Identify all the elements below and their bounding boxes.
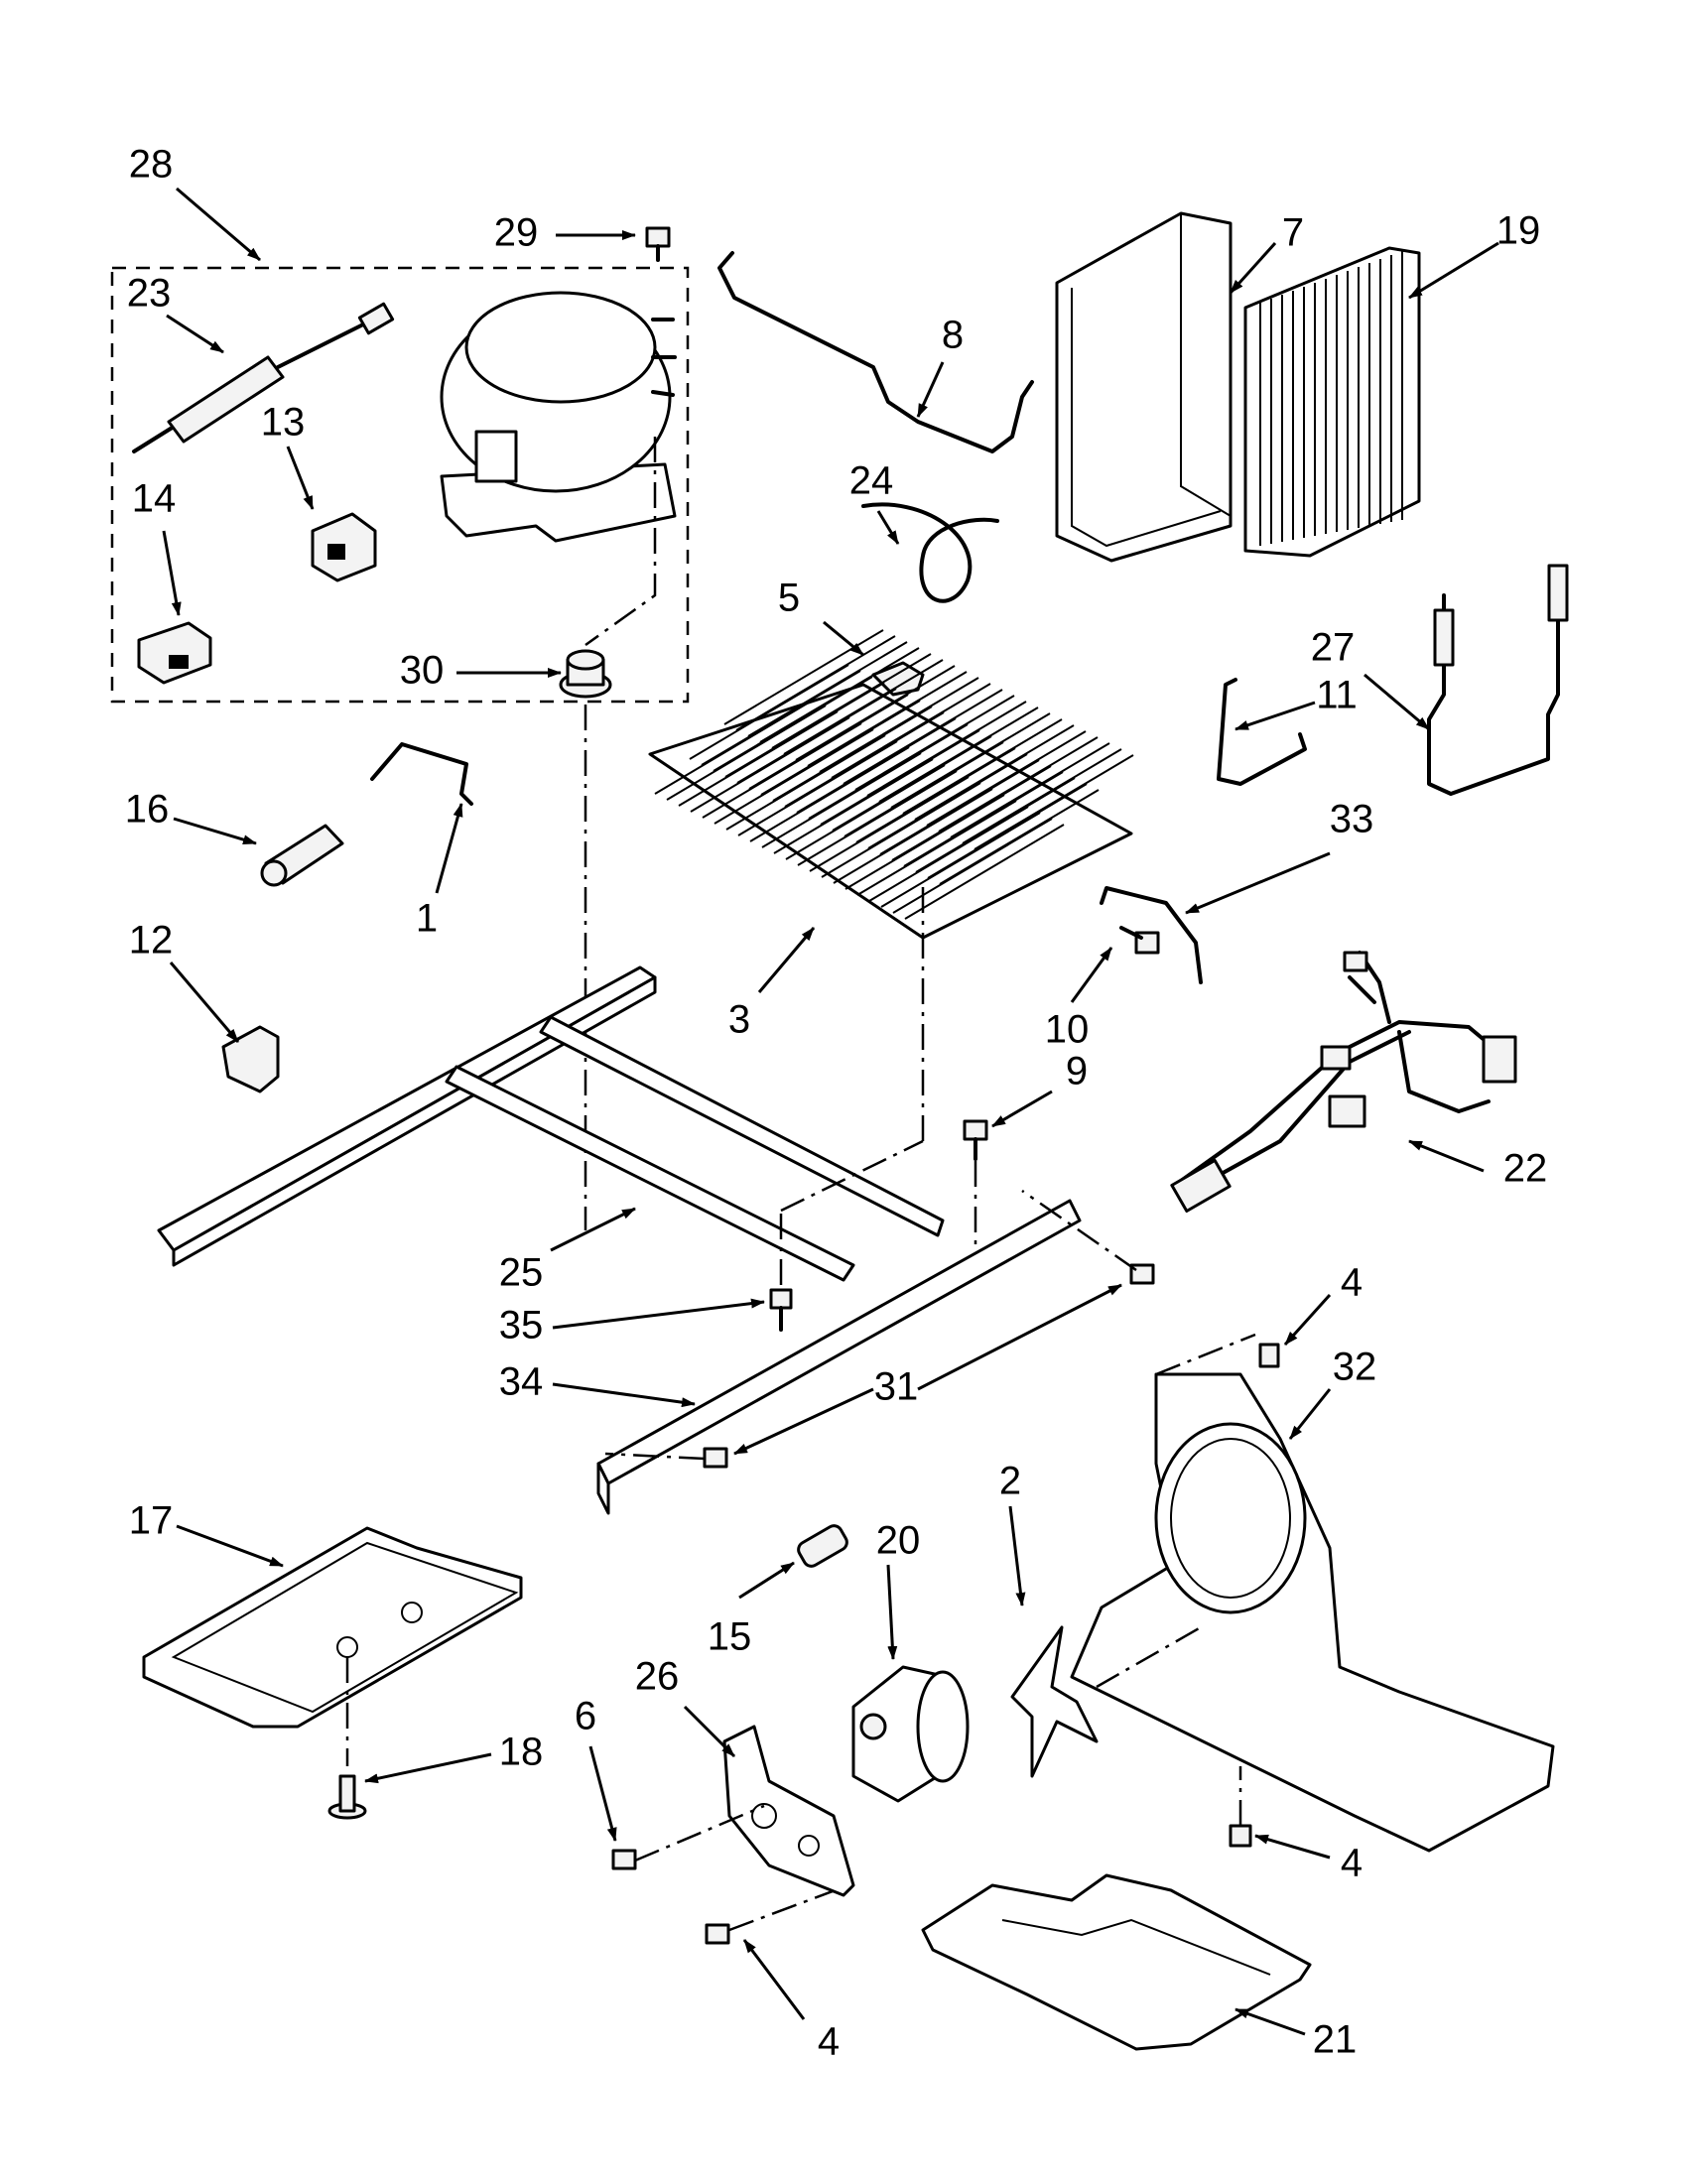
callout-11: 11 — [1316, 674, 1358, 717]
callout-10: 10 — [1045, 1008, 1090, 1052]
fastener-part — [327, 1774, 367, 1820]
motor-bracket-part — [722, 1725, 855, 1897]
evaporator-fin — [962, 748, 1122, 844]
capillary-tube-part — [1427, 564, 1569, 796]
fan-blade-part — [1010, 1625, 1099, 1778]
evaporator-fin — [807, 671, 968, 767]
evaporator-fin — [890, 712, 1051, 809]
callout-4-top: 4 — [1341, 1261, 1363, 1305]
callout-21: 21 — [1313, 2018, 1358, 2062]
callout-17: 17 — [129, 1499, 174, 1543]
callout-26: 26 — [635, 1655, 680, 1699]
drier-part — [132, 302, 395, 453]
compressor-part — [440, 291, 677, 543]
callout-28: 28 — [129, 143, 174, 187]
bracket-part — [1100, 886, 1203, 984]
plug-part — [797, 1524, 848, 1568]
sleeve-part — [260, 824, 344, 887]
callout-8: 8 — [942, 314, 964, 357]
clip-12-part — [221, 1025, 280, 1093]
overload-part — [137, 621, 212, 685]
evaporator-fin — [938, 736, 1099, 833]
fan-housing-part — [1070, 1372, 1555, 1853]
callout-34: 34 — [499, 1360, 544, 1404]
wire-harness-part — [1170, 951, 1517, 1213]
tube-part — [717, 251, 1034, 453]
evaporator-fin — [878, 707, 1039, 803]
evaporator-fin — [926, 730, 1087, 827]
evaporator-fin — [831, 683, 991, 779]
evaporator-fin — [747, 641, 908, 737]
loop-part — [861, 502, 999, 603]
callout-2: 2 — [999, 1460, 1021, 1503]
evaporator-fin — [950, 742, 1110, 838]
callout-18: 18 — [499, 1731, 544, 1774]
bolt-part — [645, 226, 671, 262]
grommet-part — [559, 649, 612, 699]
evaporator-fin — [771, 653, 932, 749]
evaporator-fin — [939, 789, 1100, 885]
evaporator-fin — [795, 665, 956, 761]
callout-23: 23 — [127, 272, 172, 316]
condenser-shroud-part — [1055, 211, 1233, 563]
evaporator-fin — [759, 647, 920, 743]
hanger-part — [1217, 678, 1307, 786]
evaporator-fin — [974, 754, 1134, 850]
screw-35-part — [769, 1288, 793, 1332]
callout-27: 27 — [1311, 626, 1356, 670]
evaporator-part — [648, 629, 1134, 940]
kit-dashed-box — [110, 266, 690, 704]
callout-32: 32 — [1333, 1346, 1377, 1389]
evaporator-fin — [904, 824, 1065, 920]
evaporator-fin — [866, 701, 1027, 797]
callout-20: 20 — [876, 1519, 921, 1563]
callout-5: 5 — [778, 577, 800, 620]
callout-4-right: 4 — [1341, 1842, 1363, 1885]
callout-22: 22 — [1503, 1147, 1548, 1191]
callout-29: 29 — [494, 211, 539, 255]
screw-9-part — [963, 1119, 988, 1161]
frame-rail-part — [157, 965, 945, 1282]
evaporator-fin — [783, 659, 944, 755]
callout-13: 13 — [261, 401, 306, 445]
callout-30: 30 — [400, 649, 445, 693]
callout-15: 15 — [708, 1615, 752, 1659]
front-rail-part — [596, 1199, 1082, 1515]
callout-3: 3 — [728, 998, 750, 1042]
leader-lines — [162, 187, 1499, 2036]
plate-part — [142, 1526, 523, 1729]
evaporator-fin — [819, 677, 979, 773]
callout-6: 6 — [575, 1695, 596, 1738]
condenser-part — [1243, 246, 1421, 558]
screw-10-part — [1119, 926, 1160, 955]
evaporator-fin — [854, 695, 1015, 791]
callout-35: 35 — [499, 1304, 544, 1348]
callout-19: 19 — [1496, 209, 1541, 253]
callout-25: 25 — [499, 1251, 544, 1295]
callout-7: 7 — [1282, 211, 1304, 255]
callout-9: 9 — [1066, 1050, 1088, 1093]
evaporator-fin — [735, 635, 896, 731]
relay-part — [311, 512, 377, 582]
callout-24: 24 — [849, 459, 894, 503]
callout-4-bottom: 4 — [818, 2020, 840, 2064]
callout-31: 31 — [874, 1365, 919, 1409]
screw-4-part — [705, 1343, 1280, 1945]
callout-12: 12 — [129, 919, 174, 963]
evaporator-fin — [843, 689, 1003, 785]
screw-6-part — [611, 1849, 637, 1870]
drain-tray-part — [921, 1873, 1312, 2051]
fan-motor-part — [851, 1665, 970, 1803]
evaporator-fin — [914, 724, 1075, 821]
callout-33: 33 — [1330, 798, 1374, 841]
clip-1-part — [370, 742, 473, 806]
evaporator-fin — [902, 718, 1063, 815]
callout-1: 1 — [416, 897, 438, 941]
callout-16: 16 — [125, 788, 170, 832]
callout-14: 14 — [132, 477, 177, 521]
